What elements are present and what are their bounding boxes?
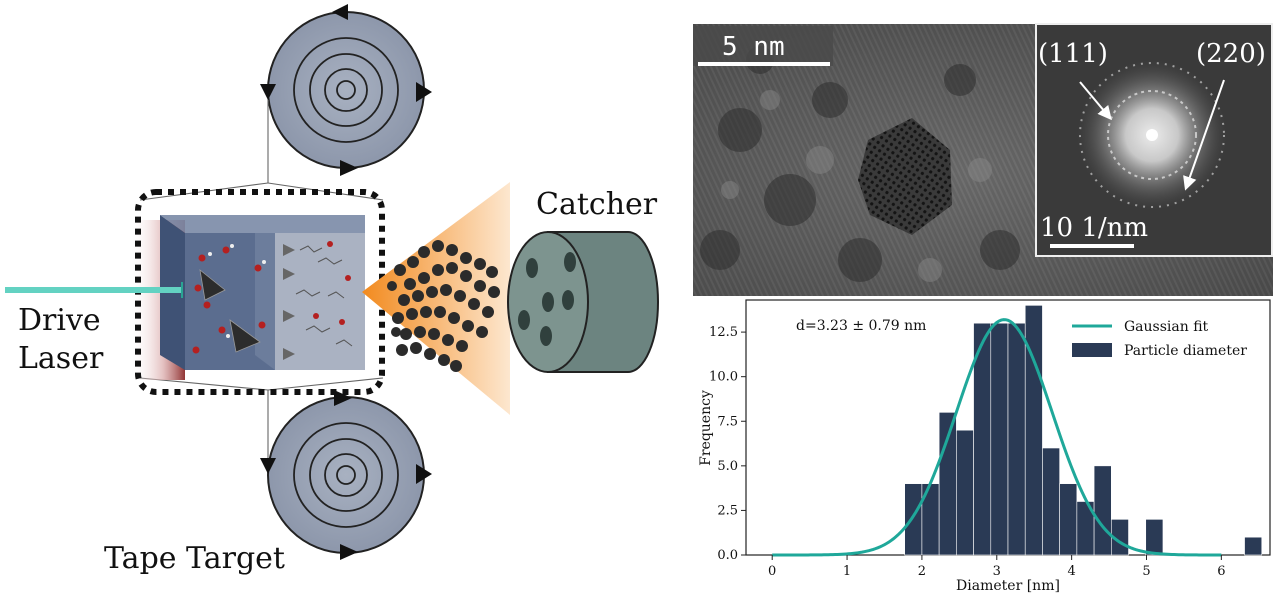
x-tick-label-2: 2 (918, 564, 926, 579)
histogram-bar-5 (990, 322, 1009, 556)
y-tick-label-2: 5.0 (717, 459, 738, 474)
y-tick-label-5: 12.5 (709, 325, 738, 340)
histogram-bar-11 (1093, 465, 1112, 556)
x-tick-label-5: 5 (1142, 564, 1150, 579)
fft-scale-label: 10 1/nm (1040, 213, 1148, 243)
x-tick-label-3: 3 (993, 564, 1001, 579)
top-reel-arrow-top (332, 4, 348, 20)
drive-laser-beam (5, 282, 183, 298)
histogram-bar-8 (1042, 447, 1060, 556)
tem-image: 5 nm (111) (220) 10 1/nm (693, 23, 1273, 296)
y-axis-ticks: 0.0 2.5 5.0 7.5 10.0 12.5 (709, 325, 746, 563)
bottom-reel-arrow-bottom (340, 544, 358, 560)
reflection-a-arrow (1079, 81, 1112, 121)
histogram-bar-13 (1145, 519, 1164, 556)
catcher-label: Catcher (536, 187, 658, 222)
molecules-right (295, 241, 353, 347)
bottom-reel-arrow-left (260, 458, 276, 474)
ejection-cone (362, 182, 510, 415)
scale-bar (698, 62, 830, 66)
drive-laser-label-line1: Drive (18, 303, 101, 338)
ejected-particles (387, 240, 500, 372)
legend: Gaussian fit Particle diameter (1072, 319, 1247, 359)
histogram-bar-7 (1024, 305, 1043, 556)
x-tick-label-6: 6 (1217, 564, 1225, 579)
gaussian-fit-curve (772, 318, 1222, 557)
histogram-bars (904, 305, 1263, 556)
x-tick-label-4: 4 (1067, 564, 1075, 579)
histogram-chart: 0 1 2 3 4 5 6 0.0 2.5 5.0 7.5 10.0 12.5 Diameter [n… (698, 299, 1271, 594)
fft-scale-bar (1050, 244, 1134, 248)
tape-lines (139, 100, 384, 465)
top-reel-arrow-left (260, 84, 276, 100)
molecules-left (192, 244, 266, 354)
target-block (160, 215, 365, 370)
y-tick-label-4: 10.0 (709, 370, 738, 385)
x-axis-ticks: 0 1 2 3 4 5 6 (768, 555, 1225, 579)
fft-inset: (111) (220) 10 1/nm (1035, 23, 1273, 257)
scale-bar-label: 5 nm (722, 32, 785, 62)
reflection-a-label: (111) (1038, 39, 1108, 69)
top-reel (260, 4, 432, 176)
top-reel-arrow-right (416, 82, 432, 102)
legend-label-particle-diameter: Particle diameter (1124, 343, 1247, 359)
histogram-bar-14 (1244, 536, 1263, 556)
x-tick-label-0: 0 (768, 564, 776, 579)
y-axis-label: Frequency (698, 390, 714, 466)
legend-label-gaussian-fit: Gaussian fit (1124, 319, 1209, 335)
tape-target-label: Tape Target (104, 541, 285, 576)
y-tick-label-3: 7.5 (717, 414, 738, 429)
reflection-b-arrow (1183, 79, 1225, 191)
bottom-reel (260, 390, 432, 560)
catcher-cylinder (507, 231, 659, 373)
bottom-reel-arrow-top (334, 390, 352, 406)
drive-laser-label-line2: Laser (18, 341, 104, 376)
x-axis-label: Diameter [nm] (956, 578, 1060, 594)
y-tick-label-1: 2.5 (717, 503, 738, 518)
histogram-bar-3 (956, 429, 974, 556)
histogram-bar-0 (904, 483, 923, 556)
histogram-bar-9 (1059, 483, 1078, 556)
reflection-b-label: (220) (1196, 39, 1266, 69)
nanoparticle-lattice (858, 118, 952, 235)
y-tick-label-0: 0.0 (717, 548, 738, 563)
histogram-bar-6 (1007, 322, 1026, 556)
top-reel-arrow-bottom (340, 160, 358, 176)
scale-bar-background (693, 26, 833, 66)
fit-annotation: d=3.23 ± 0.79 nm (796, 318, 926, 334)
legend-swatch-particle-diameter (1072, 343, 1112, 357)
schematic: Drive Laser (5, 4, 659, 576)
bottom-reel-arrow-right (416, 464, 432, 484)
x-tick-label-1: 1 (843, 564, 851, 579)
